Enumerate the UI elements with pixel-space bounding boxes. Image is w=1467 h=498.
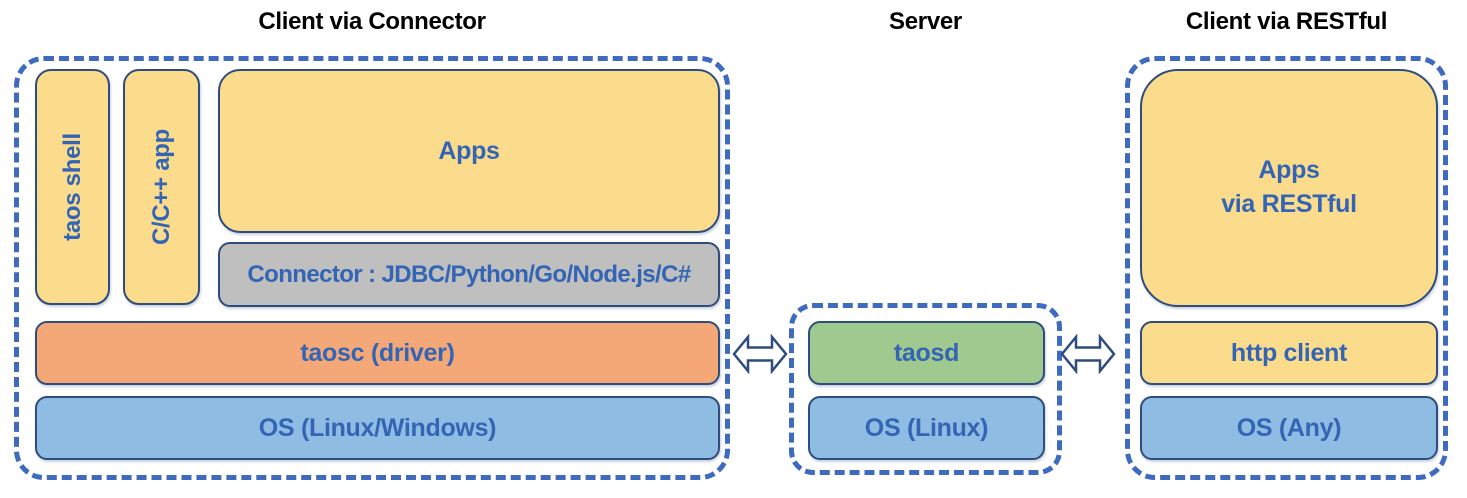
section-title-server: Server (889, 8, 962, 35)
taos-shell-box: taos shell (35, 69, 110, 305)
client-via-connector-container (14, 56, 730, 480)
os-any-label: OS (Any) (1236, 413, 1342, 442)
section-title-client-via-connector: Client via Connector (258, 8, 486, 35)
taosc-driver-box: taosc (driver) (35, 321, 720, 385)
apps-box: Apps (218, 69, 720, 233)
section-title-client-via-restful: Client via RESTful (1185, 8, 1388, 35)
apps-via-restful-line2: via RESTful (1221, 190, 1357, 218)
os-linux-windows-label: OS (Linux/Windows) (258, 413, 497, 442)
http-client-label: http client (1230, 338, 1348, 367)
os-linux-label: OS (Linux) (864, 413, 989, 442)
bidirectional-arrow-icon (732, 333, 788, 375)
c-cpp-app-label: C/C++ app (147, 129, 175, 245)
server-container (789, 303, 1062, 475)
http-client-box: http client (1140, 321, 1438, 385)
taosd-label: taosd (893, 338, 960, 367)
os-any-box: OS (Any) (1140, 396, 1438, 460)
apps-via-restful-label: Apps via RESTful (1221, 154, 1357, 222)
apps-via-restful-line1: Apps (1258, 156, 1320, 185)
os-linux-box: OS (Linux) (808, 396, 1045, 460)
c-cpp-app-box: C/C++ app (123, 69, 200, 305)
bidirectional-arrow-icon (1060, 333, 1116, 375)
client-via-restful-container (1125, 56, 1448, 480)
connector-box: Connector : JDBC/Python/Go/Node.js/C# (218, 242, 720, 307)
connector-label: Connector : JDBC/Python/Go/Node.js/C# (247, 260, 691, 288)
apps-label: Apps (438, 136, 500, 165)
os-linux-windows-box: OS (Linux/Windows) (35, 396, 720, 460)
taosd-box: taosd (808, 321, 1045, 385)
taosc-driver-label: taosc (driver) (300, 338, 455, 367)
taos-shell-label: taos shell (58, 133, 86, 241)
apps-via-restful-box: Apps via RESTful (1140, 69, 1438, 307)
